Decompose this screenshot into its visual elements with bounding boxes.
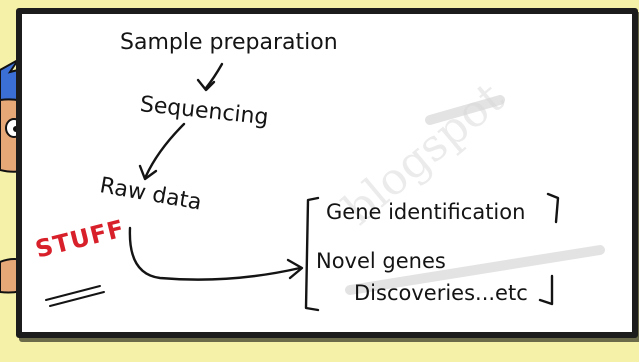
whiteboard — [16, 8, 638, 338]
outcome-discoveries: Discoveries...etc — [354, 281, 528, 305]
step-sample-preparation: Sample preparation — [120, 30, 338, 55]
outcome-novel-genes: Novel genes — [316, 249, 446, 273]
outcome-gene-identification: Gene identification — [326, 200, 526, 224]
